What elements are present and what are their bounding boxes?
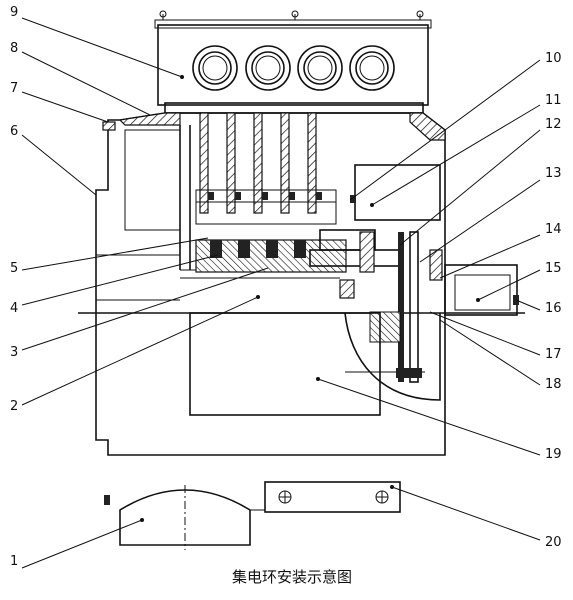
housing xyxy=(78,112,525,456)
cable-glands xyxy=(192,45,395,91)
callout-14: 14 xyxy=(545,222,562,237)
callout-1: 1 xyxy=(10,554,18,569)
callout-17: 17 xyxy=(545,347,562,362)
callout-10: 10 xyxy=(545,51,562,66)
cable-gland xyxy=(297,45,343,91)
bottom-parts xyxy=(104,481,401,550)
callout-9: 9 xyxy=(10,5,18,20)
callout-8: 8 xyxy=(10,41,18,56)
cutaway-section xyxy=(339,279,441,401)
callout-13: 13 xyxy=(545,166,562,181)
callout-labels: 9 8 7 6 5 4 3 2 1 10 11 12 13 14 15 16 1… xyxy=(10,5,562,569)
component-box xyxy=(350,164,441,221)
callout-15: 15 xyxy=(545,261,562,276)
side-bracket xyxy=(429,249,519,316)
callout-19: 19 xyxy=(545,447,562,462)
diagram-caption: 集电环安装示意图 xyxy=(232,568,352,586)
terminal-box xyxy=(154,10,432,114)
slip-ring-assembly xyxy=(195,229,425,383)
callout-7: 7 xyxy=(10,81,18,96)
callout-11: 11 xyxy=(545,93,562,108)
leader-lines xyxy=(21,17,541,569)
inner-block xyxy=(189,295,381,416)
callout-3: 3 xyxy=(10,345,18,360)
cable-gland xyxy=(245,45,291,91)
callout-6: 6 xyxy=(10,124,18,139)
callout-4: 4 xyxy=(10,301,18,316)
callout-16: 16 xyxy=(545,301,562,316)
callout-2: 2 xyxy=(10,399,18,414)
cable-gland xyxy=(192,45,238,91)
callout-12: 12 xyxy=(545,117,562,132)
brush-holders xyxy=(195,112,337,225)
callout-20: 20 xyxy=(545,535,562,550)
cable-gland xyxy=(349,45,395,91)
callout-18: 18 xyxy=(545,377,562,392)
callout-5: 5 xyxy=(10,261,18,276)
